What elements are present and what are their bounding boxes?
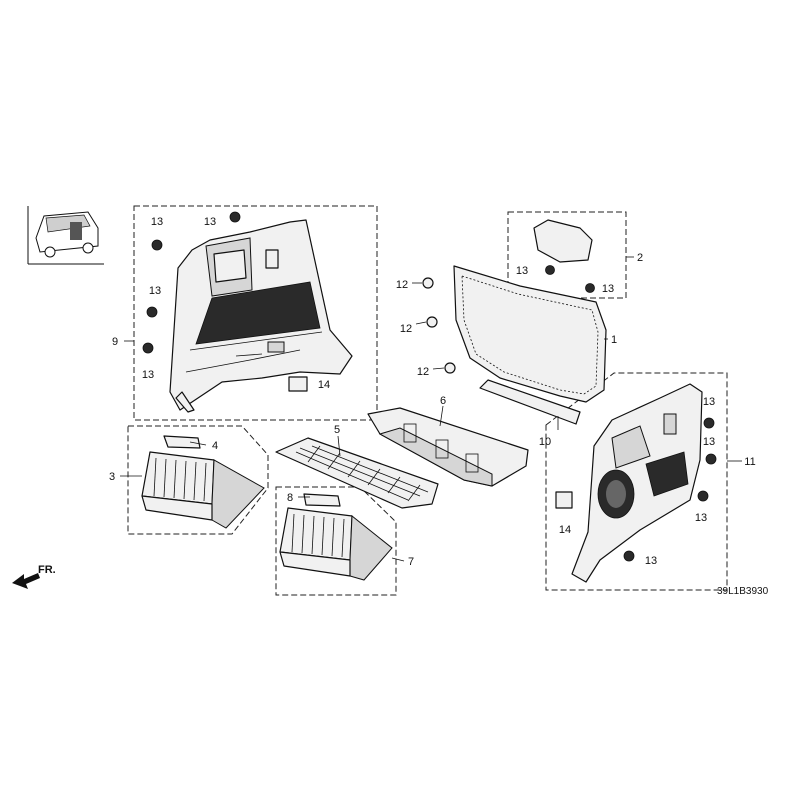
callout-c-14-a: 14	[318, 379, 330, 391]
part-8-cover-right	[303, 493, 341, 507]
callout-c-13-e: 13	[516, 265, 528, 277]
fastener-clips-right	[623, 417, 717, 562]
direction-label: FR.	[38, 564, 56, 576]
callout-c-13-f: 13	[602, 283, 614, 295]
part-14-clip-right	[555, 491, 573, 509]
part-4-cover-left	[163, 435, 201, 449]
callout-c-8: 8	[287, 492, 293, 504]
part-1-insulator-pad	[453, 265, 607, 403]
callout-c-12-b: 12	[400, 323, 412, 335]
callout-c-13-h: 13	[703, 436, 715, 448]
callout-c-13-d: 13	[142, 369, 154, 381]
leader-lines	[120, 256, 742, 562]
frame-part-9	[133, 205, 378, 421]
part-3-cargo-box-left	[141, 451, 265, 529]
part-9-quarter-trim-left	[169, 219, 353, 413]
part-14-clip-left	[288, 376, 308, 392]
callout-c-3: 3	[109, 471, 115, 483]
part-5-floor-board	[275, 437, 439, 509]
clip-13-e	[545, 265, 555, 275]
callout-c-9: 9	[112, 336, 118, 348]
part-2-upper-cover	[533, 219, 593, 263]
callout-c-11: 11	[744, 456, 755, 468]
diagram-reference-code: 39L1B3930	[717, 586, 769, 597]
callout-c-6: 6	[440, 395, 446, 407]
callout-c-12-c: 12	[417, 366, 429, 378]
frame-part-3	[127, 425, 269, 535]
frame-part-11	[545, 372, 728, 591]
callout-c-1: 1	[611, 334, 617, 346]
callout-c-13-j: 13	[645, 555, 657, 567]
callout-c-13-i: 13	[695, 512, 707, 524]
part-10-rear-sill	[479, 379, 581, 425]
part-6-cargo-tray	[367, 407, 529, 487]
callout-c-12-a: 12	[396, 279, 408, 291]
callout-c-13-c: 13	[149, 285, 161, 297]
callout-c-14-b: 14	[559, 524, 571, 536]
callout-c-13-b: 13	[204, 216, 216, 228]
clip-13-f	[585, 283, 595, 293]
part-11-quarter-trim-right	[571, 383, 703, 583]
part-7-cargo-box-right	[279, 507, 393, 581]
frame-part-2	[507, 211, 627, 299]
front-direction-indicator: FR.	[12, 564, 56, 589]
fastener-clips-12	[422, 277, 456, 374]
callout-c-5: 5	[334, 424, 340, 436]
callout-c-2: 2	[637, 252, 643, 264]
front-arrow-icon	[12, 573, 40, 589]
vehicle-locator-thumbnail	[27, 206, 104, 265]
callout-c-4: 4	[212, 440, 218, 452]
callout-labels: 13 13 13 13 9 14 4 3 5 6 8 7 12 12 12 13 13 2 1 10 13 13 11 13 1…	[109, 216, 756, 568]
callout-c-10: 10	[539, 436, 551, 448]
callout-c-7: 7	[408, 556, 414, 568]
frame-part-7	[275, 486, 397, 596]
callout-c-13-a: 13	[151, 216, 163, 228]
callout-c-13-g: 13	[703, 396, 715, 408]
fastener-clips-left	[142, 211, 241, 354]
